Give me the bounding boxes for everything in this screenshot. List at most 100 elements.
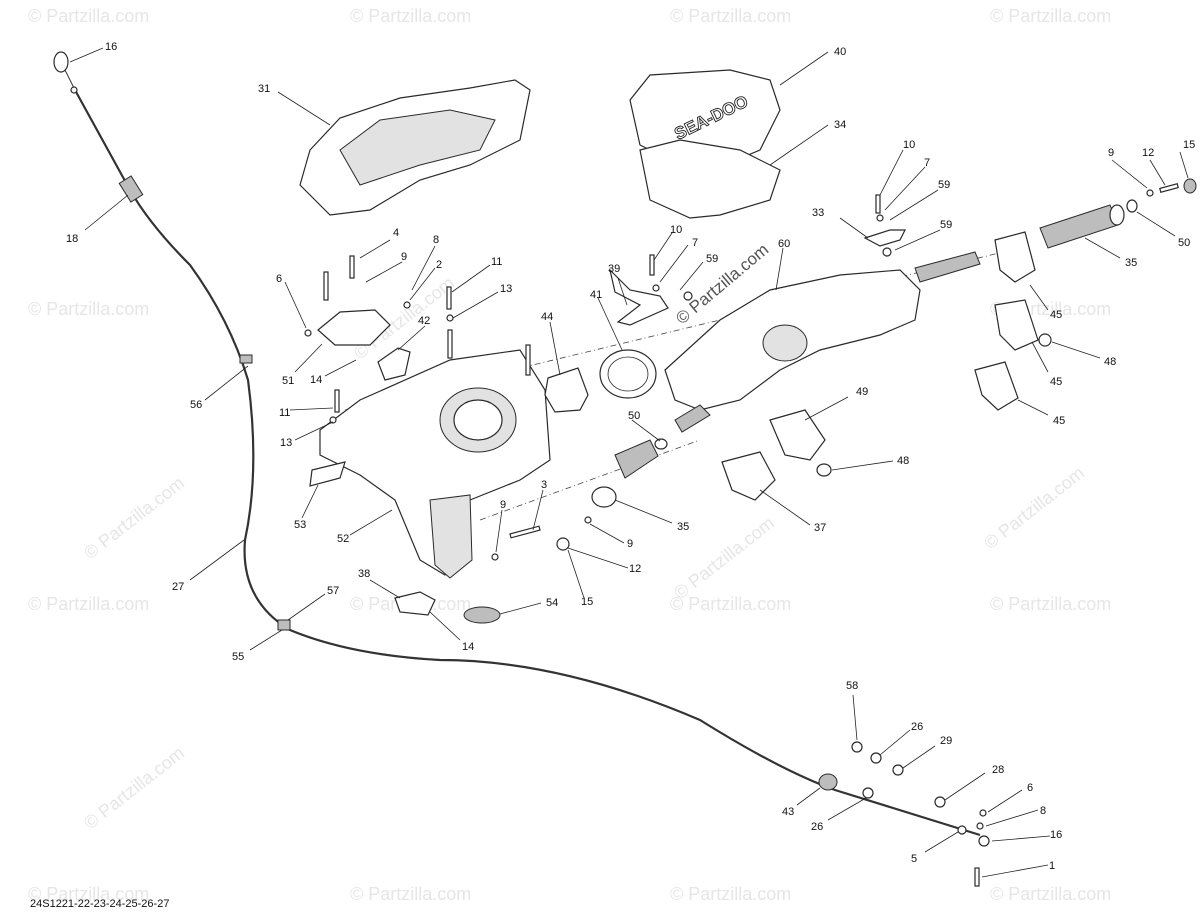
callout-labels: 16 18 56 27 57 55 31 40 34 10 7 59 33 59…: [66, 41, 1195, 872]
watermark: © Partzilla.com: [80, 743, 188, 833]
callout-10: 10: [903, 139, 915, 151]
grip-right: [1039, 204, 1119, 249]
callout-9: 9: [401, 251, 407, 263]
watermark: © Partzilla.com: [28, 884, 149, 904]
callout-15: 15: [581, 596, 593, 608]
callout-1: 1: [1049, 860, 1055, 872]
callout-41: 41: [590, 289, 602, 301]
callout-27: 27: [172, 581, 184, 593]
callout-8: 8: [1040, 805, 1046, 817]
callout-57: 57: [327, 585, 339, 597]
assembly-axis: [479, 439, 701, 521]
watermark: © Partzilla.com: [670, 884, 791, 904]
callout-49: 49: [856, 386, 868, 398]
watermark: © Partzilla.com: [28, 6, 149, 26]
handlebar-tube-left: [674, 404, 711, 433]
watermark: © Partzilla.com: [80, 473, 188, 563]
housing-37: [721, 451, 776, 501]
callout-16: 16: [105, 41, 117, 53]
callout-10: 10: [670, 224, 682, 236]
grip-left-end: [591, 486, 617, 508]
callout-56: 56: [190, 399, 202, 411]
handlebar-hub: [762, 324, 808, 362]
switch-housing-45c: [974, 361, 1019, 411]
callout-60: 60: [778, 238, 790, 250]
housing-bore-inner: [453, 399, 503, 441]
callout-44: 44: [541, 311, 553, 323]
cable-adjuster: [118, 175, 144, 203]
diagram-code: 24S1221-22-23-24-25-26-27: [30, 898, 169, 910]
grommet-54: [463, 606, 501, 624]
collar-44: [544, 367, 589, 413]
callout-14: 14: [462, 641, 474, 653]
watermark: © Partzilla.com: [28, 299, 149, 319]
bracket-51: [317, 309, 391, 346]
ring-50-b: [654, 438, 668, 450]
callout-8: 8: [433, 234, 439, 246]
callout-35: 35: [677, 521, 689, 533]
callout-26: 26: [811, 821, 823, 833]
callout-45: 45: [1050, 309, 1062, 321]
bracket-38: [394, 591, 436, 616]
callout-45: 45: [1053, 415, 1065, 427]
ring-50-a: [1126, 199, 1138, 213]
callout-43: 43: [782, 806, 794, 818]
callout-9: 9: [1108, 147, 1114, 159]
callout-31: 31: [258, 83, 270, 95]
callout-53: 53: [294, 519, 306, 531]
callout-4: 4: [393, 227, 399, 239]
callout-29: 29: [940, 735, 952, 747]
callout-59: 59: [706, 253, 718, 265]
callout-11: 11: [491, 256, 502, 268]
callout-33: 33: [812, 207, 824, 219]
callout-2: 2: [436, 259, 442, 271]
callout-48: 48: [1104, 356, 1116, 368]
callout-40: 40: [834, 46, 846, 58]
callout-9: 9: [500, 499, 506, 511]
lever-39: [608, 268, 669, 326]
ring-41-inner: [607, 356, 649, 392]
cable-tie: [239, 354, 253, 364]
grip-right-end: [1109, 204, 1125, 226]
callout-35: 35: [1125, 257, 1137, 269]
callout-37: 37: [814, 522, 826, 534]
watermark: © Partzilla.com: [350, 884, 471, 904]
callout-45: 45: [1050, 376, 1062, 388]
switch-housing-45a: [994, 231, 1036, 283]
callout-5: 5: [911, 853, 917, 865]
steering-cover-34: [639, 139, 781, 219]
callout-6: 6: [1027, 782, 1033, 794]
callout-48: 48: [897, 455, 909, 467]
callout-51: 51: [282, 375, 294, 387]
callout-26: 26: [911, 721, 923, 733]
hardware: [70, 86, 1179, 887]
callout-39: 39: [608, 263, 620, 275]
cable-end-fitting: [53, 51, 69, 73]
watermark: © Partzilla.com: [990, 594, 1111, 614]
callout-3: 3: [541, 479, 547, 491]
lever-33: [863, 229, 906, 247]
callout-58: 58: [846, 680, 858, 692]
housing-column: [429, 494, 473, 579]
callout-15: 15: [1183, 139, 1195, 151]
callout-7: 7: [692, 237, 698, 249]
switch-housing-45b: [994, 299, 1039, 351]
part-42: [377, 347, 411, 381]
callout-54: 54: [546, 597, 558, 609]
ring-48-b: [816, 463, 832, 477]
leader-lines: [69, 47, 1189, 878]
cable-clip: [277, 619, 291, 631]
bracket-53: [309, 461, 346, 487]
housing-49: [769, 409, 826, 461]
watermark: © Partzilla.com: [28, 594, 149, 614]
ring-48-a: [1038, 333, 1052, 347]
throttle-cable: [53, 51, 981, 837]
callout-34: 34: [834, 119, 846, 131]
callout-50: 50: [628, 410, 640, 422]
watermark: © Partzilla.com: [990, 884, 1111, 904]
callout-9: 9: [627, 538, 633, 550]
callout-59: 59: [940, 219, 952, 231]
callout-59: 59: [938, 179, 950, 191]
callout-7: 7: [924, 157, 930, 169]
